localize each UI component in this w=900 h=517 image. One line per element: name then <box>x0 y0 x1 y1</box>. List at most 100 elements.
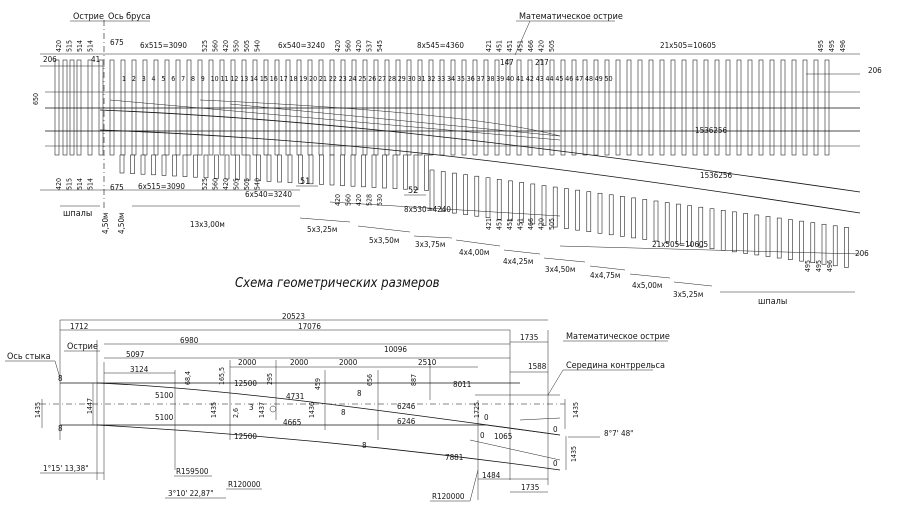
dim-p8: 4x5,00м <box>632 281 662 290</box>
branch-tie <box>664 202 670 243</box>
dim-656: 656 <box>366 374 374 386</box>
branch-tie <box>463 174 468 215</box>
branch-tie <box>732 211 737 253</box>
tie-number: 49 <box>595 75 603 83</box>
dim-12500a: 12500 <box>234 379 257 388</box>
dim-1735: 1735 <box>520 333 538 342</box>
tie-number: 18 <box>289 75 297 83</box>
tie <box>505 59 511 156</box>
branch-tie <box>474 175 480 217</box>
dim-p2: 5x3,50м <box>369 236 399 245</box>
tie <box>593 59 599 156</box>
dim-p4: 4x4,00м <box>459 248 489 257</box>
vertical-dim-label: 466 <box>527 218 535 230</box>
branch-tie <box>552 186 558 228</box>
radius-r1: R159500 <box>176 467 209 476</box>
dim-2000b: 2000 <box>290 358 309 367</box>
tie-number: 11 <box>221 75 229 83</box>
branch-tie <box>720 210 726 251</box>
dim-17076: 17076 <box>298 322 321 331</box>
vertical-dim-label: 560 <box>212 40 220 52</box>
label-shpaly-left: шпалы <box>63 209 92 219</box>
tie-number: 35 <box>457 75 465 83</box>
label-seredina: Середина контррельса <box>566 361 665 371</box>
dim-8d: 8 <box>362 441 367 450</box>
label-s1: 51 <box>300 177 310 187</box>
branch-tie <box>620 196 625 237</box>
tie <box>472 59 478 156</box>
tie <box>197 59 203 156</box>
dim-3124: 3124 <box>130 365 149 374</box>
tie <box>76 59 82 156</box>
vertical-dim-label: 451 <box>506 218 514 230</box>
dim-450a: 4,50м <box>101 213 110 234</box>
dim-0b: 0 <box>480 431 485 440</box>
vertical-dim-label: 495 <box>817 40 825 52</box>
dim-1484: 1484 <box>482 471 501 480</box>
vertical-dim-label: 495 <box>804 260 812 272</box>
label-math-ostrie-bottom: Математическое острие <box>566 332 670 342</box>
branch-tie <box>821 223 827 265</box>
tie-number: 25 <box>358 75 366 83</box>
radius-r3: R120000 <box>432 492 465 501</box>
tie <box>175 59 181 156</box>
vertical-dim-label: 420 <box>55 178 63 190</box>
extended-tie <box>413 154 419 191</box>
tie <box>538 59 544 156</box>
bot-dim-1: 6x515=3090 <box>138 182 185 191</box>
tie-number: 3 <box>142 75 146 83</box>
tie <box>725 59 731 156</box>
extended-tie <box>140 154 146 175</box>
geometric-scheme <box>40 319 567 500</box>
label-ostrie-top: Острие <box>73 12 104 22</box>
tie-number: 8 <box>191 75 195 83</box>
tie <box>483 59 489 156</box>
label-shpaly-right: шпалы <box>758 297 787 307</box>
tie-number: 50 <box>605 75 613 83</box>
dim-1437: 1437 <box>258 402 266 418</box>
vertical-dim-label: 420 <box>355 194 363 206</box>
branch-tie <box>754 214 760 256</box>
tie-number: 19 <box>299 75 307 83</box>
top-dim-1: 6x515=3090 <box>140 41 187 50</box>
vertical-dim-label: 530 <box>376 194 384 206</box>
extended-tie <box>382 154 387 189</box>
tie <box>626 59 632 156</box>
tie <box>252 59 258 156</box>
tie-number: 22 <box>329 75 337 83</box>
tie <box>230 59 236 156</box>
tie <box>571 59 577 156</box>
label-os-styka: Ось стыка <box>7 352 51 362</box>
tie <box>791 59 797 156</box>
branch-tie <box>788 219 793 260</box>
bot-dim-153a: 1536256 <box>695 126 727 135</box>
tie <box>274 59 280 156</box>
extended-tie <box>193 154 198 178</box>
dim-6246b: 6246 <box>397 417 416 426</box>
tie <box>461 59 467 156</box>
vertical-dim-label: 514 <box>76 40 84 52</box>
tie <box>615 59 621 156</box>
tie <box>813 59 819 156</box>
dim-0c: 0 <box>553 425 558 434</box>
branch-tie <box>832 225 838 267</box>
dim-total: 20523 <box>282 312 305 321</box>
branch-tie <box>631 197 636 239</box>
label-math-ostrie-top: Математическое острие <box>519 12 623 22</box>
vertical-dim-label: 495 <box>828 40 836 52</box>
dim-2510: 2510 <box>418 358 437 367</box>
extended-tie <box>403 154 408 190</box>
dim-6246a: 6246 <box>397 402 416 411</box>
tie-number: 9 <box>201 75 205 83</box>
dim-165-5: 165,5 <box>218 367 226 385</box>
tie <box>241 59 247 156</box>
vertical-dim-label: 451 <box>496 218 504 230</box>
tie-number: 5 <box>161 75 165 83</box>
dim-8b: 8 <box>58 424 63 433</box>
vertical-dim-label: 514 <box>87 178 95 190</box>
vertical-dim-label: 451 <box>517 218 525 230</box>
extended-tie <box>329 154 335 186</box>
vertical-dim-label: 496 <box>826 260 834 272</box>
